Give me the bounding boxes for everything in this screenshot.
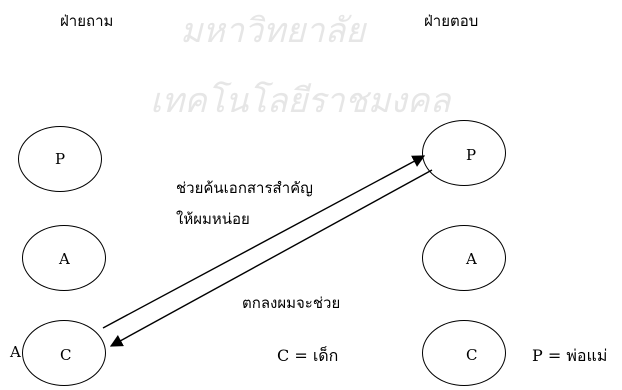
right-node-c — [422, 320, 506, 386]
reply-text: ตกลงผมจะช่วย — [242, 294, 341, 312]
left-node-p-label: P — [55, 150, 66, 168]
stray-label-a: A — [10, 343, 21, 361]
request-arrow — [102, 155, 426, 329]
watermark-line2: เทคโนโลยีราชมงคล — [150, 81, 452, 121]
left-node-c — [22, 320, 106, 386]
right-node-a — [422, 225, 506, 291]
right-node-a-label: A — [466, 250, 477, 268]
legend-child: C = เด็ก — [277, 346, 339, 365]
legend-parent: P = พ่อแม่ — [532, 346, 608, 365]
left-node-c-label: C — [60, 346, 72, 364]
header-responder: ฝ่ายตอบ — [424, 12, 479, 30]
request-text-line2: ให้ผมหน่อย — [176, 210, 250, 228]
watermark-line1: มหาวิทยาลัย — [180, 11, 367, 51]
request-text-line1: ช่วยค้นเอกสารสำคัญ — [176, 179, 313, 197]
header-asker: ฝ่ายถาม — [60, 12, 114, 30]
right-node-c-label: C — [466, 346, 478, 364]
left-node-a — [22, 225, 106, 291]
right-node-p-label: P — [466, 146, 477, 164]
reply-arrow — [109, 169, 433, 347]
left-node-p — [18, 126, 102, 192]
left-node-a-label: A — [59, 250, 70, 268]
right-node-p — [422, 120, 506, 186]
